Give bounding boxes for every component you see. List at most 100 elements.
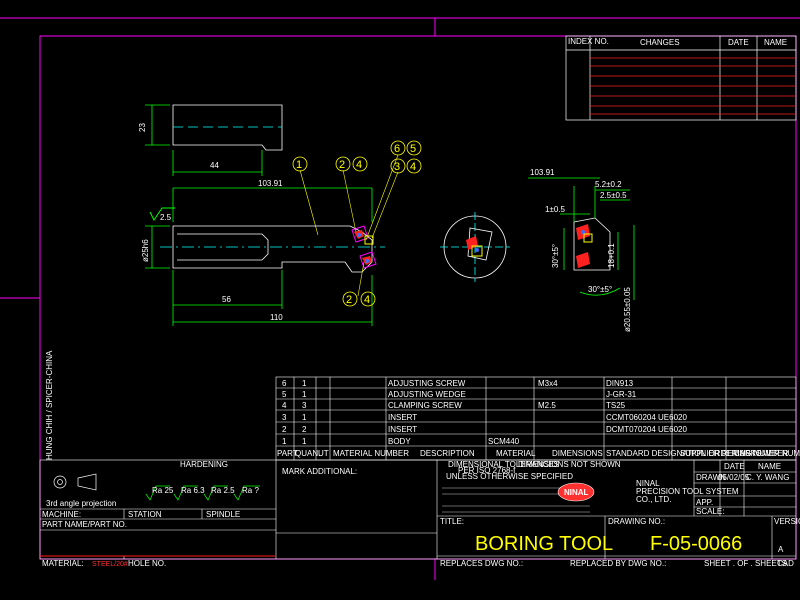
company-logo: NINAL [557, 482, 595, 502]
front-total-dim: 110 [270, 313, 283, 322]
svg-text:SCM440: SCM440 [488, 437, 520, 446]
cad-label: CAD [777, 559, 794, 568]
spindle-label: SPINDLE [206, 510, 240, 519]
tolerance-line-2: PER ISO 2768-f [458, 466, 516, 475]
top-view-length-dim: 44 [210, 161, 219, 170]
svg-text:DCMT070204 UE6020: DCMT070204 UE6020 [606, 425, 687, 434]
fine-print-lines [442, 487, 590, 513]
hole-no-label: HOLE NO. [128, 559, 166, 568]
scale-label: SCALE: [696, 507, 724, 516]
balloon-2b: 2 [346, 294, 352, 306]
revision-name-header: NAME [764, 38, 787, 47]
svg-text:J-GR-31: J-GR-31 [606, 390, 637, 399]
revision-date-header: DATE [728, 38, 749, 47]
balloon-4b: 4 [410, 161, 416, 173]
svg-text:1: 1 [302, 379, 307, 388]
version-label: VERSION [774, 517, 800, 526]
bom-row: 1 1 BODY SCM440 [282, 437, 520, 446]
revision-table [565, 35, 797, 121]
top-view-height-dim: 23 [138, 123, 147, 132]
front-shank-dim: 56 [222, 295, 231, 304]
company-name-1: NINAL [636, 479, 660, 488]
side-overall-dim: 103.91 [530, 168, 555, 177]
company-name-3: CO., LTD. [636, 495, 671, 504]
side-dim-a: 5.2±0.2 [595, 180, 622, 189]
svg-text:M3x4: M3x4 [538, 379, 558, 388]
version-value: A [778, 545, 784, 554]
bom-row: 6 1 ADJUSTING SCREW M3x4 DIN913 [282, 379, 634, 388]
svg-text:CLAMPING SCREW: CLAMPING SCREW [388, 401, 462, 410]
balloon-3: 3 [394, 161, 400, 173]
side-dim-b: 2.5±0.5 [600, 191, 627, 200]
bom-headers: PART QUAN. UT MATERIAL NUMBER DESCRIPTIO… [277, 449, 800, 458]
svg-text:4: 4 [282, 401, 287, 410]
svg-text:2: 2 [302, 425, 307, 434]
bom-row: 5 1 ADJUSTING WEDGE J-GR-31 [282, 390, 637, 399]
front-overall-dim: 103.91 [258, 179, 283, 188]
svg-text:5: 5 [282, 390, 287, 399]
part-name-label: PART NAME/PART NO. [42, 520, 127, 529]
roughness-2-5: Ra 2.5 [211, 486, 235, 495]
bom-row: 2 2 INSERT DCMT070204 UE6020 [282, 425, 687, 434]
drawn-name: C. Y. WANG [746, 473, 789, 482]
replaced-by-label: REPLACED BY DWG NO.: [570, 559, 666, 568]
sheet-label: SHEET . OF . SHEETS [704, 559, 787, 568]
roughness-other: Ra ? [242, 486, 259, 495]
machine-label: MACHINE: [42, 510, 81, 519]
svg-text:TS25: TS25 [606, 401, 626, 410]
svg-text:ADJUSTING WEDGE: ADJUSTING WEDGE [388, 390, 466, 399]
mark-additional: MARK ADDITIONAL: [282, 467, 357, 476]
drawing-title: BORING TOOL [475, 533, 613, 555]
app-label: APP. [696, 498, 713, 507]
side-vertical-text: HUNG CHIH / SPICER-CHINA [45, 350, 54, 460]
balloon-5: 5 [410, 143, 416, 155]
svg-text:SUPPLIER REMARKS: SUPPLIER REMARKS [680, 449, 761, 458]
material-label: MATERIAL: [42, 559, 84, 568]
side-view-inserts [576, 224, 593, 268]
svg-text:NINAL: NINAL [564, 488, 589, 497]
svg-text:QUAN.: QUAN. [295, 449, 320, 458]
top-view [145, 104, 283, 176]
svg-text:MATERIAL NUMBER: MATERIAL NUMBER [333, 449, 409, 458]
roughness-symbols [145, 485, 260, 501]
svg-text:STANDARD DESIGNATION ORDERING: STANDARD DESIGNATION ORDERING NUMBER [606, 449, 789, 458]
svg-text:INSERT: INSERT [388, 413, 417, 422]
svg-text:CUSTOMER NUMBER: CUSTOMER NUMBER [734, 449, 800, 458]
svg-text:1: 1 [302, 413, 307, 422]
balloon-4: 4 [356, 159, 362, 171]
side-dim-e: ø20.55±0.05 [623, 287, 632, 332]
svg-text:1: 1 [302, 390, 307, 399]
drawn-date: 05/02/05 [718, 473, 750, 482]
svg-text:INSERT: INSERT [388, 425, 417, 434]
tolerance-line-3: UNLESS OTHERWISE SPECIFIED [446, 472, 573, 481]
bom-row: 4 3 CLAMPING SCREW M2.5 TS25 [282, 401, 626, 410]
side-angle-1: 30°±5° [551, 244, 560, 268]
svg-text:3: 3 [282, 413, 287, 422]
balloon-6: 6 [394, 143, 400, 155]
svg-text:UT: UT [318, 449, 329, 458]
end-view-inserts [466, 236, 483, 257]
projection-symbol-icon [53, 473, 97, 491]
replaces-label: REPLACES DWG NO.: [440, 559, 523, 568]
revision-red-lines [590, 57, 796, 115]
roughness-symbol-icon [149, 207, 175, 221]
date-header: DATE [724, 462, 745, 471]
svg-text:DESCRIPTION: DESCRIPTION [420, 449, 475, 458]
hardening-label: HARDENING [180, 460, 228, 469]
front-roughness: 2.5 [160, 213, 172, 222]
drawn-label: DRAWN [696, 473, 726, 482]
roughness-25: Ra 25 [152, 486, 174, 495]
drawing-no-label: DRAWING NO.: [608, 517, 665, 526]
side-dim-d: 18+0.1 [607, 243, 616, 268]
svg-text:1: 1 [282, 437, 287, 446]
svg-text:CCMT060204 UE6020: CCMT060204 UE6020 [606, 413, 687, 422]
company-name-2: PRECISION TOOL SYSTEM [636, 487, 739, 496]
side-dim-c: 1±0.5 [545, 205, 566, 214]
name-header: NAME [758, 462, 781, 471]
balloons [292, 140, 422, 307]
balloon-2: 2 [339, 159, 345, 171]
roughness-63: Ra 6.3 [181, 486, 205, 495]
svg-text:PART: PART [277, 449, 298, 458]
dimensions-note: DIMENSIONS NOT SHOWN [518, 460, 621, 469]
